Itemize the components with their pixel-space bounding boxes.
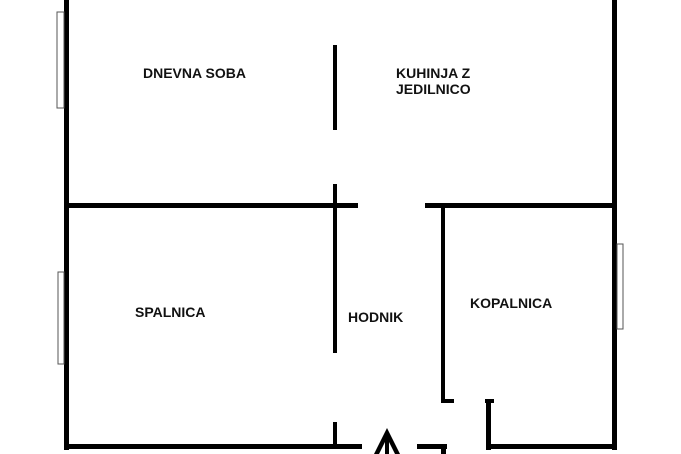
outer-wall-left bbox=[64, 0, 69, 450]
room-label-jedilnico: JEDILNICO bbox=[396, 81, 471, 97]
wall-bottom-post bbox=[333, 422, 337, 449]
outer-wall-bottom-left bbox=[64, 444, 362, 449]
wall-bathroom-door-stub bbox=[441, 399, 454, 403]
arrow-up-icon bbox=[374, 428, 400, 454]
window-icon bbox=[56, 11, 65, 109]
room-label-spalnica: SPALNICA bbox=[135, 304, 206, 320]
wall-middle-left bbox=[64, 203, 358, 208]
room-label-kuhinja: KUHINJA Z bbox=[396, 65, 471, 81]
outer-wall-bottom-right bbox=[486, 444, 617, 449]
room-label-kopalnica: KOPALNICA bbox=[470, 295, 552, 311]
wall-corridor-left bbox=[333, 184, 337, 353]
outer-wall-right bbox=[612, 0, 617, 450]
wall-middle-right bbox=[425, 203, 615, 208]
wall-living-kitchen bbox=[333, 45, 337, 130]
room-label-hodnik: HODNIK bbox=[348, 309, 403, 325]
window-icon bbox=[57, 271, 65, 365]
wall-bathroom-inner bbox=[486, 399, 491, 450]
outer-wall-bottom-mid bbox=[417, 444, 447, 449]
wall-bathroom-left bbox=[441, 203, 445, 401]
window-icon bbox=[616, 243, 624, 330]
wall-bottom-stub bbox=[441, 449, 446, 454]
room-label-dnevna-soba: DNEVNA SOBA bbox=[143, 65, 246, 81]
